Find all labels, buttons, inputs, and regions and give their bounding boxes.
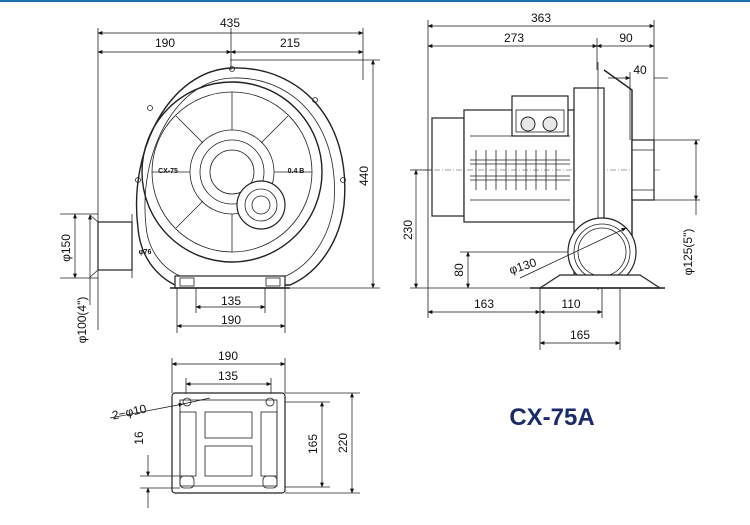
side-length-motor: 273 [504,31,524,45]
side-base-mid: 110 [561,297,580,311]
front-outlet-inner: φ76 [139,249,152,256]
side-base-height: 80 [452,263,466,277]
side-length-blower: 90 [619,31,633,45]
side-view: 363 273 90 40 [401,11,700,350]
front-width-right: 215 [280,36,300,50]
model-name: CX-75A [509,404,594,431]
side-length-total: 363 [531,11,551,25]
header-rule [0,0,750,2]
front-height-total: 440 [357,166,371,186]
bottom-edge-offset: 16 [132,431,146,445]
side-base-left: 163 [474,297,494,311]
bottom-width-holes: 135 [218,369,238,383]
side-flange-width: 40 [633,63,647,77]
bottom-depth-holes: 165 [306,434,320,454]
front-width-total: 435 [220,16,240,30]
front-width-left: 190 [155,36,175,50]
front-base-inner: 135 [221,294,241,308]
front-outlet-flange: φ150 [59,234,73,262]
bottom-holes: 2−φ10 [111,402,148,423]
side-inlet-dia: φ130 [507,255,538,277]
bottom-depth-outer: 220 [336,433,350,453]
bottom-view: 190 135 2−φ10 165 220 16 [109,349,360,508]
front-base-outer: 190 [221,313,241,327]
side-axis-height: 230 [401,220,415,240]
front-label-power: 0.4 B [288,168,305,175]
side-base-right: 165 [570,328,590,342]
bottom-width-outer: 190 [218,349,238,363]
front-outlet-pipe: φ100(4") [75,297,89,344]
front-view: 435 190 215 440 CX-75 0.4 B [59,16,380,343]
front-label-model: CX-75 [158,168,178,175]
side-outlet-dia: φ125(5") [681,229,695,276]
